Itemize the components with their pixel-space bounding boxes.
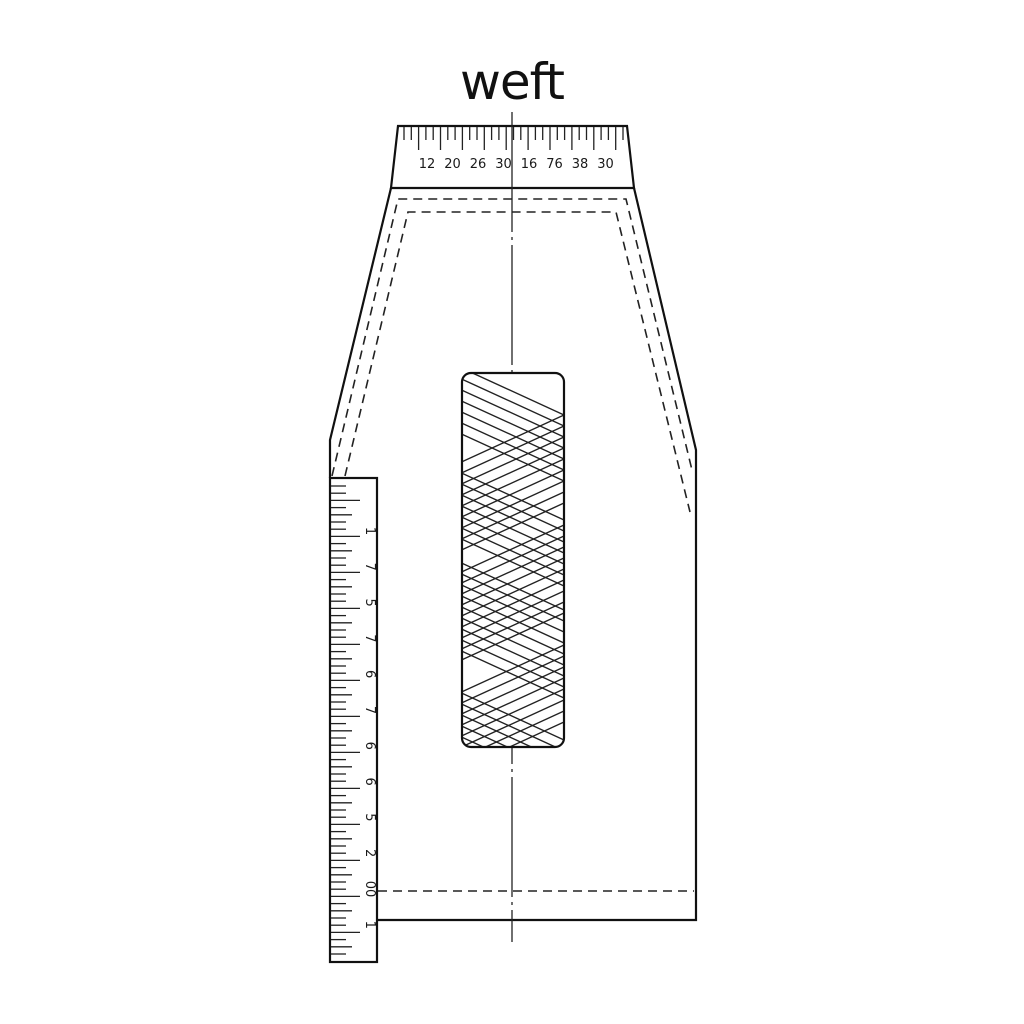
top-ruler-label: 38 xyxy=(572,157,589,172)
side-ruler: 1 7 5 7 6 7 6 6 5 2 00 1 xyxy=(328,476,379,964)
top-ruler-label: 30 xyxy=(597,157,614,172)
side-ruler-label: 1 xyxy=(362,921,377,929)
top-ruler-labels: 12 20 26 30 16 76 38 30 xyxy=(419,157,614,172)
top-ruler-label: 30 xyxy=(495,157,512,172)
side-ruler-labels: 1 7 5 7 6 7 6 6 5 2 00 1 xyxy=(362,527,377,929)
side-ruler-ticks xyxy=(331,485,360,955)
diagram-title: weft xyxy=(460,53,565,111)
top-ruler-label: 12 xyxy=(419,157,436,172)
side-ruler-label: 6 xyxy=(362,777,377,785)
side-ruler-label: 7 xyxy=(362,563,377,571)
side-ruler-label: 6 xyxy=(362,742,377,750)
top-ruler-label: 26 xyxy=(470,157,487,172)
side-ruler-label: 5 xyxy=(362,598,377,606)
side-ruler-label: 5 xyxy=(362,813,377,821)
top-ruler-label: 20 xyxy=(444,157,461,172)
side-ruler-label: 7 xyxy=(362,634,377,642)
top-ruler-ticks xyxy=(403,127,624,150)
side-ruler-label: 1 xyxy=(362,527,377,535)
top-ruler-label: 16 xyxy=(521,157,538,172)
side-ruler-label: 6 xyxy=(362,670,377,678)
pattern-outline xyxy=(328,187,698,922)
top-ruler-label: 76 xyxy=(546,157,563,172)
side-ruler-label: 7 xyxy=(362,706,377,714)
side-ruler-label: 2 xyxy=(362,849,377,857)
side-ruler-label: 00 xyxy=(362,881,377,898)
crosshatched-panel xyxy=(460,371,566,749)
